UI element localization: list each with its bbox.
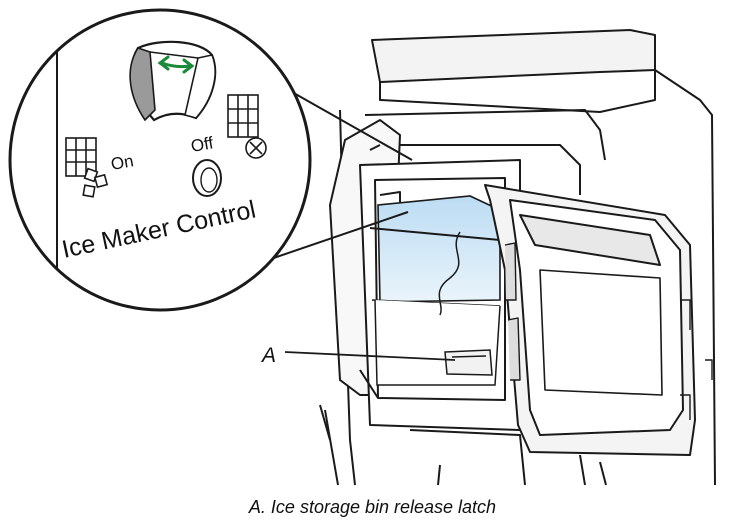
rotate-arrow-icon bbox=[157, 55, 195, 74]
freezer-door bbox=[484, 184, 713, 456]
ice-off-icon bbox=[227, 94, 267, 159]
callout-circle bbox=[8, 8, 312, 312]
ice-on-icon bbox=[65, 137, 109, 198]
off-position-indicator bbox=[192, 159, 222, 197]
part-a-leader-line bbox=[284, 351, 456, 361]
part-a-label: A bbox=[260, 344, 276, 367]
on-label: On bbox=[109, 151, 135, 174]
ice-storage-bin-release-latch bbox=[444, 349, 493, 376]
ice-maker-control-callout: On Off Ice Maker Control bbox=[8, 8, 312, 312]
off-label: Off bbox=[189, 133, 215, 156]
ice-maker-control-knob[interactable] bbox=[129, 40, 217, 122]
callout-leader-lines bbox=[261, 91, 413, 263]
figure-caption: A. Ice storage bin release latch bbox=[248, 497, 497, 517]
part-a-callout: A bbox=[260, 344, 456, 367]
